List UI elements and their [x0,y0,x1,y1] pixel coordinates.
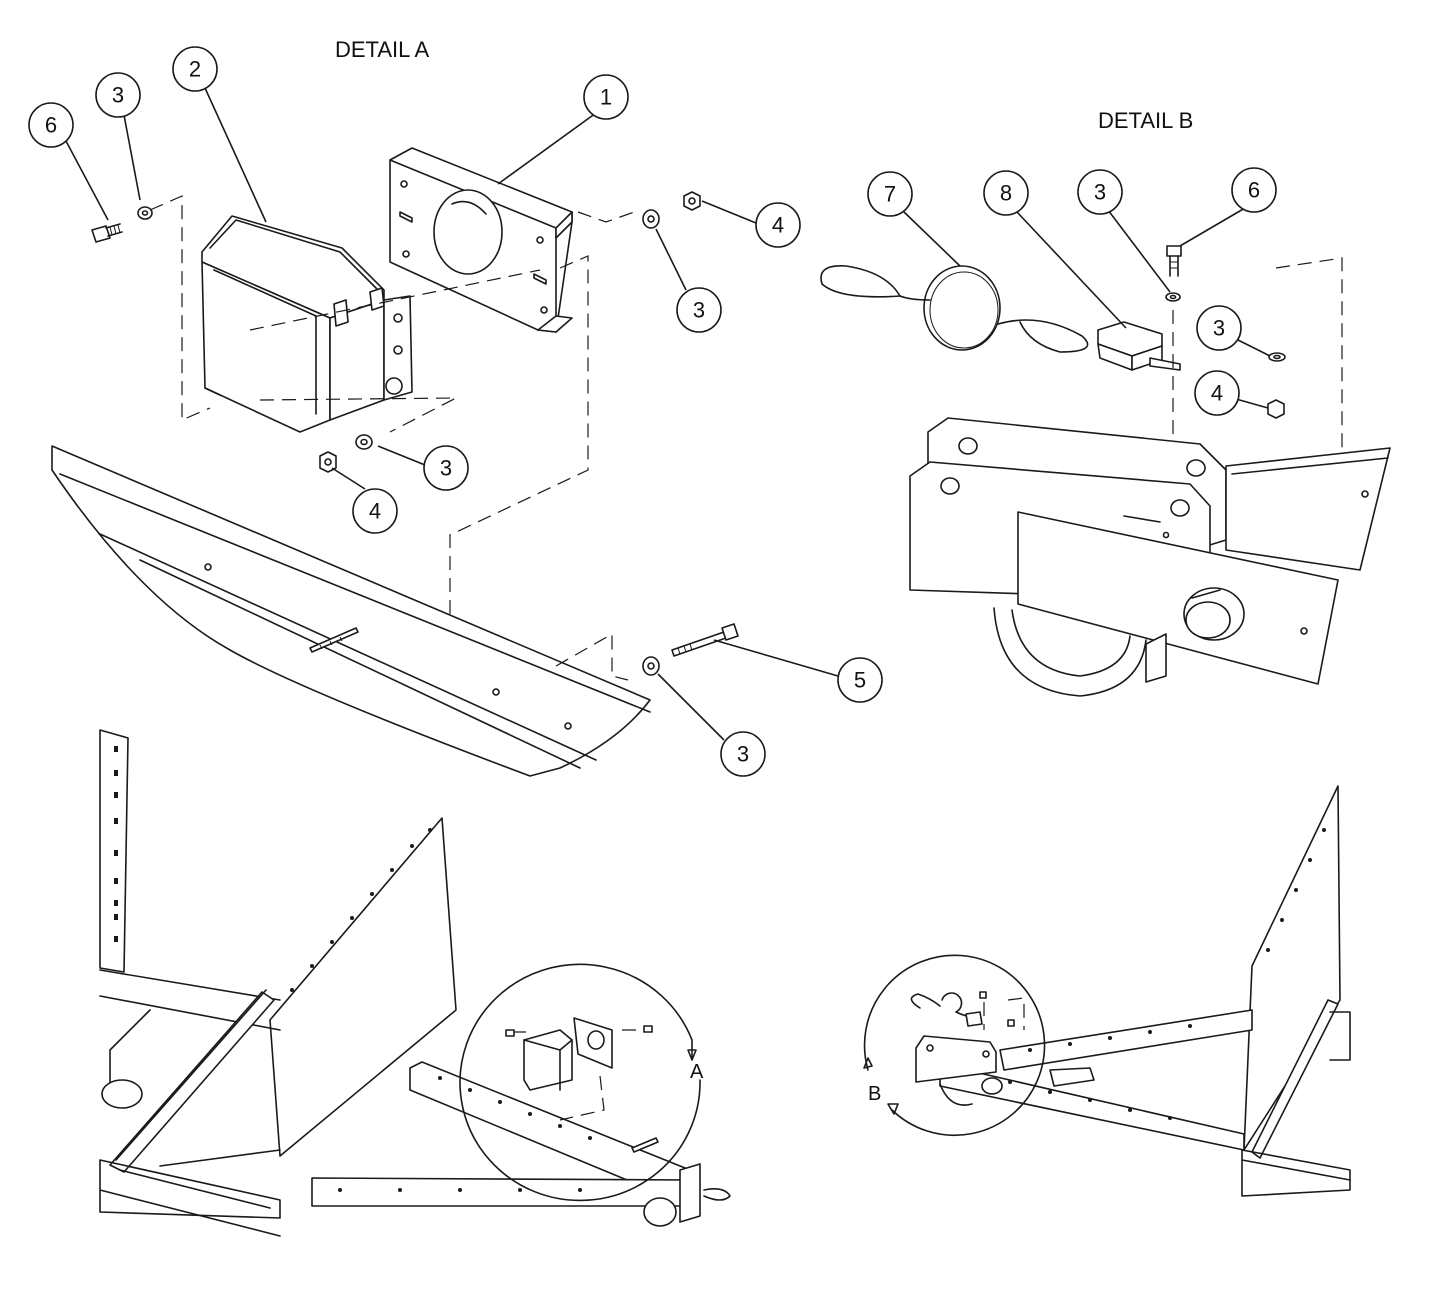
balloon-a-2: 2 [172,46,218,92]
balloon-b-3-mid: 3 [1196,305,1242,351]
svg-text:7: 7 [884,182,896,207]
balloon-a-1: 1 [583,74,629,120]
bolt-6-b [1166,245,1182,277]
jack-wheel [993,607,1167,697]
svg-text:2: 2 [189,57,201,82]
tongue-rail-detail-a [51,445,651,777]
svg-text:3: 3 [1213,316,1225,341]
washer-3-right [642,209,660,229]
bolt-5 [671,623,739,657]
balloon-a-4-low: 4 [352,488,398,534]
detail-a-drawing [51,147,739,777]
svg-text:3: 3 [440,456,452,481]
svg-text:3: 3 [693,298,705,323]
detail-a-marker: A [690,1061,704,1083]
detail-a-title: DETAIL A [335,37,429,62]
nut-4-right [683,191,701,211]
svg-text:6: 6 [45,113,57,138]
balloon-a-5: 5 [837,657,883,703]
detail-b-title: DETAIL B [1098,108,1193,133]
svg-text:4: 4 [772,213,784,238]
washer-3-low [355,434,373,450]
battery-box-2 [201,215,413,433]
washer-3-top [137,206,153,220]
nut-4-b [1267,399,1285,419]
balloon-b-8: 8 [983,170,1029,216]
tongue-frame-detail-b [1017,447,1391,685]
balloon-a-3-top: 3 [95,72,141,118]
balloon-b-6: 6 [1231,167,1277,213]
balloon-a-6: 6 [28,102,74,148]
balloon-b-4: 4 [1194,370,1240,416]
nut-4-low [319,451,337,473]
svg-text:3: 3 [737,742,749,767]
washer-3-b-top [1165,292,1181,302]
svg-text:8: 8 [1000,181,1012,206]
balloon-b-7: 7 [867,171,913,217]
balloon-a-3-bottom: 3 [720,731,766,777]
balloon-a-3-mid: 3 [676,287,722,333]
detail-b-callout-circle [863,954,1046,1137]
overview-trailer-right: B [863,785,1351,1197]
detail-a-callout-circle [459,963,701,1202]
svg-text:3: 3 [1094,180,1106,205]
breakaway-switch-8 [1097,321,1181,371]
balloon-a-3-low: 3 [423,445,469,491]
svg-text:4: 4 [369,499,381,524]
svg-text:6: 6 [1248,178,1260,203]
jack-tube [1183,587,1245,641]
washer-3-bottom [642,656,660,676]
balloon-a-4-right: 4 [755,202,801,248]
overview-trailer-left: A [99,729,731,1237]
breakaway-cable-7 [820,265,1089,353]
leader-lines [65,87,1271,741]
detail-b-marker: B [868,1083,881,1105]
svg-text:4: 4 [1211,381,1223,406]
mount-bracket-1 [389,147,573,333]
svg-text:3: 3 [112,83,124,108]
svg-text:1: 1 [600,85,612,110]
detail-b-drawing [820,245,1391,697]
balloon-b-3-top: 3 [1077,169,1123,215]
washer-3-b-mid [1268,352,1286,362]
svg-text:5: 5 [854,668,866,693]
bolt-6 [91,223,123,243]
